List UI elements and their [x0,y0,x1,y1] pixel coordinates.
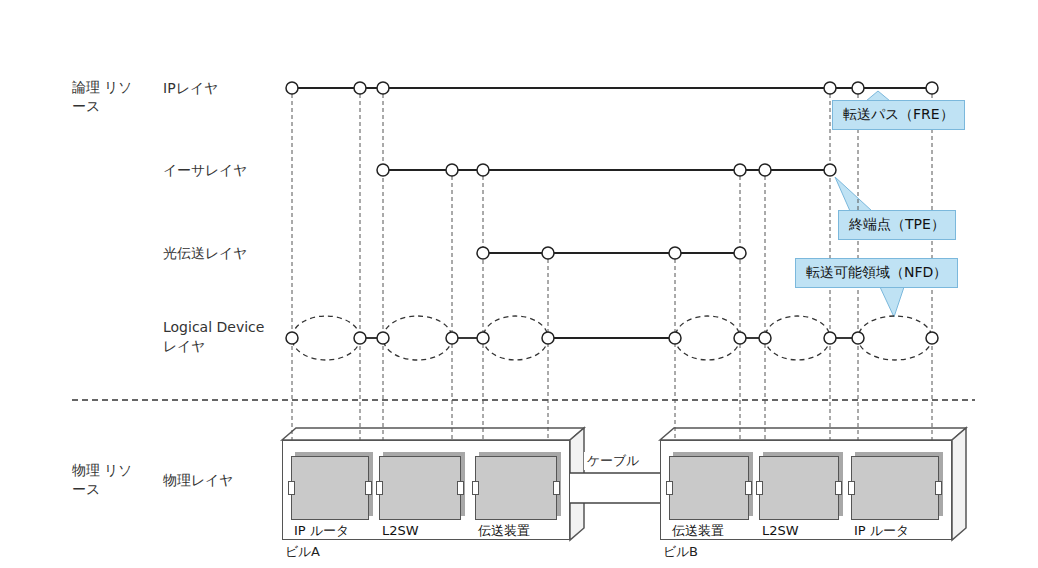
guide-line [740,176,741,452]
device-box: IP ルータ [291,456,369,520]
termination-point [542,247,554,259]
callout-tail [835,177,872,211]
callout-box: 転送パス（FRE） [832,100,965,130]
callout-text: 終端点（TPE） [849,216,945,234]
termination-point [824,82,836,94]
device-name: 伝送装置 [478,523,505,539]
termination-point [286,332,298,344]
building-name: ビルA [285,543,320,561]
termination-point [759,164,771,176]
domain-ellipse [765,316,830,360]
termination-point [477,164,489,176]
termination-point [926,332,938,344]
device-box: L2SW [379,456,461,520]
callout-tail [880,287,904,317]
guide-line [483,176,484,452]
building-top [282,428,584,440]
port [848,481,855,495]
port [935,481,942,495]
domain-ellipse [292,316,360,360]
layer-label: IPレイヤ [163,79,218,98]
layer-line [483,252,740,254]
device-box: 伝送装置 [669,456,749,520]
building-name: ビルB [663,543,698,561]
termination-point [286,82,298,94]
termination-point [669,332,681,344]
callout-box: 終端点（TPE） [838,210,956,240]
device-box: L2SW [759,456,839,520]
termination-point [377,332,389,344]
callout-text: 転送可能領域（NFD） [806,264,947,282]
termination-point [852,82,864,94]
domain-ellipse [858,316,932,360]
port [288,481,295,495]
building-box: ビルAIP ルータL2SW伝送装置 [282,440,570,540]
termination-point [446,332,458,344]
termination-point [354,332,366,344]
port [835,481,842,495]
layer-label: 物理レイヤ [163,471,233,490]
domain-ellipse [483,316,548,360]
cable-label: ケーブル [584,452,642,470]
guide-line [360,94,361,452]
domain-ellipse [383,316,452,360]
termination-point [734,332,746,344]
building-top [660,428,966,440]
guide-line [675,259,676,452]
layer-label: 論理 リソース [72,78,136,116]
port [365,481,372,495]
device-name: 伝送装置 [672,523,699,539]
termination-point [759,332,771,344]
termination-point [734,164,746,176]
guide-line [383,94,384,452]
termination-point [354,82,366,94]
layer-label: 物理 リソース [72,461,136,499]
callout-box: 転送可能領域（NFD） [795,258,958,288]
termination-point [377,164,389,176]
termination-point [669,247,681,259]
device-name: L2SW [762,523,799,539]
termination-point [824,164,836,176]
layer-label: 光伝送レイヤ [163,244,247,263]
termination-point [377,82,389,94]
port [472,481,479,495]
layer-label: イーサレイヤ [163,161,247,180]
layer-label: Logical Device レイヤ [163,318,275,356]
device-box: IP ルータ [851,456,939,520]
guide-line [548,259,549,452]
termination-point [477,332,489,344]
building-side [952,428,966,540]
device-name: L2SW [382,523,419,539]
termination-point [824,332,836,344]
guide-line [292,94,293,452]
building-box: ビルB伝送装置L2SWIP ルータ [660,440,952,540]
termination-point [446,164,458,176]
layer-line [548,337,675,339]
guide-line [765,176,766,452]
port [553,481,560,495]
cable-connector [557,473,669,503]
port [376,481,383,495]
termination-point [734,247,746,259]
port [745,481,752,495]
termination-point [477,247,489,259]
cable-body [563,473,669,503]
device-name: IP ルータ [294,523,337,539]
callout-text: 転送パス（FRE） [843,106,954,124]
device-name: IP ルータ [854,523,897,539]
guide-line [452,176,453,452]
port [756,481,763,495]
port [666,481,673,495]
termination-point [542,332,554,344]
separator-line [72,399,975,401]
port [457,481,464,495]
termination-point [852,332,864,344]
termination-point [926,82,938,94]
device-box: 伝送装置 [475,456,557,520]
domain-ellipse [675,316,740,360]
